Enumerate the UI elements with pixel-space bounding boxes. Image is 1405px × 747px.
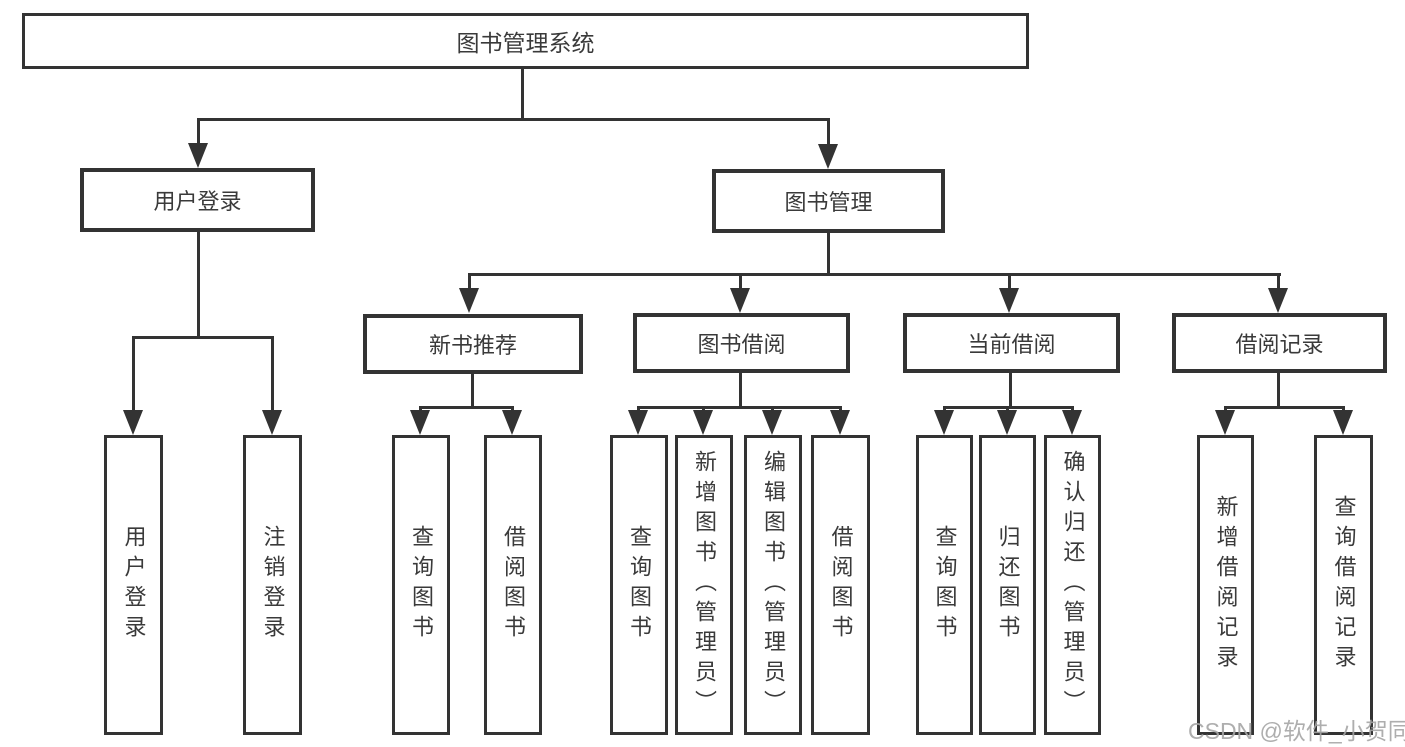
connector-line — [1342, 406, 1345, 412]
connector-line — [1277, 273, 1280, 288]
connector-line — [1277, 373, 1280, 406]
node-label: 用户登录 — [121, 525, 147, 645]
leaf-query-book-3: 查询图书 — [916, 435, 973, 735]
node-library-system: 图书管理系统 — [22, 13, 1029, 69]
arrow-down-icon — [762, 410, 782, 435]
node-label: 借阅记录 — [1235, 332, 1324, 357]
connector-line — [1224, 406, 1227, 412]
arrow-down-icon — [693, 410, 713, 435]
leaf-add-book-admin: 新增图书（管理员） — [675, 435, 733, 735]
node-new-book-recommend: 新书推荐 — [363, 314, 583, 374]
node-label: 查询图书 — [932, 525, 958, 645]
connector-line — [132, 336, 135, 410]
arrow-down-icon — [997, 410, 1017, 435]
connector-line — [739, 273, 742, 288]
leaf-borrow-book-2: 借阅图书 — [811, 435, 870, 735]
leaf-return-book: 归还图书 — [979, 435, 1036, 735]
arrow-down-icon — [262, 410, 282, 435]
node-user-login: 用户登录 — [80, 168, 315, 232]
connector-line — [468, 273, 471, 288]
arrow-down-icon — [410, 410, 430, 435]
leaf-add-borrow-record: 新增借阅记录 — [1197, 435, 1254, 735]
node-current-borrow: 当前借阅 — [903, 313, 1120, 373]
leaf-user-login: 用户登录 — [104, 435, 163, 735]
node-label: 借阅图书 — [501, 525, 526, 645]
connector-line — [521, 68, 524, 118]
node-label: 查询图书 — [409, 525, 434, 645]
connector-line — [771, 406, 774, 412]
connector-line — [511, 406, 514, 412]
node-label: 借阅图书 — [828, 525, 854, 645]
node-label: 图书借阅 — [697, 332, 786, 357]
arrow-down-icon — [999, 288, 1019, 313]
node-label: 图书管理系统 — [456, 30, 595, 56]
node-borrow-record: 借阅记录 — [1172, 313, 1387, 373]
node-label: 新增借阅记录 — [1213, 495, 1239, 675]
arrow-down-icon — [934, 410, 954, 435]
arrow-down-icon — [123, 410, 143, 435]
connector-line — [197, 118, 200, 143]
connector-line — [1008, 273, 1011, 288]
connector-line — [739, 373, 742, 406]
leaf-logout: 注销登录 — [243, 435, 302, 735]
connector-line — [637, 406, 842, 409]
connector-line — [1009, 373, 1012, 406]
leaf-query-book-2: 查询图书 — [610, 435, 668, 735]
connector-line — [1006, 406, 1009, 412]
node-label: 用户登录 — [153, 189, 242, 214]
arrow-down-icon — [188, 143, 208, 168]
csdn-watermark: CSDN @软件_小贺同学 — [1188, 718, 1405, 744]
node-book-management: 图书管理 — [712, 169, 945, 233]
connector-line — [471, 374, 474, 406]
node-label: 编辑图书（管理员） — [761, 450, 786, 720]
connector-line — [839, 406, 842, 412]
arrow-down-icon — [628, 410, 648, 435]
connector-line — [271, 336, 274, 410]
leaf-query-borrow-record: 查询借阅记录 — [1314, 435, 1373, 735]
connector-line — [197, 232, 200, 336]
connector-line — [1071, 406, 1074, 412]
arrow-down-icon — [459, 288, 479, 313]
arrow-down-icon — [1268, 288, 1288, 313]
arrow-down-icon — [730, 288, 750, 313]
connector-line — [1224, 406, 1345, 409]
connector-line — [827, 118, 830, 144]
arrow-down-icon — [502, 410, 522, 435]
connector-line — [827, 233, 830, 273]
arrow-down-icon — [830, 410, 850, 435]
node-label: 归还图书 — [995, 525, 1021, 645]
connector-line — [637, 406, 640, 412]
node-label: 查询图书 — [627, 525, 652, 645]
leaf-borrow-book-1: 借阅图书 — [484, 435, 542, 735]
connector-line — [702, 406, 705, 412]
connector-line — [132, 336, 274, 339]
node-label: 新增图书（管理员） — [692, 450, 717, 720]
arrow-down-icon — [1333, 410, 1353, 435]
node-label: 查询借阅记录 — [1331, 495, 1357, 675]
node-label: 确认归还（管理员） — [1060, 450, 1086, 720]
arrow-down-icon — [1062, 410, 1082, 435]
connector-line — [419, 406, 514, 409]
node-label: 注销登录 — [260, 525, 286, 645]
arrow-down-icon — [818, 144, 838, 169]
arrow-down-icon — [1215, 410, 1235, 435]
leaf-confirm-return-admin: 确认归还（管理员） — [1044, 435, 1101, 735]
node-label: 当前借阅 — [967, 332, 1056, 357]
connector-line — [943, 406, 946, 412]
connector-line — [197, 118, 830, 121]
connector-line — [468, 273, 1281, 276]
leaf-query-book-1: 查询图书 — [392, 435, 450, 735]
node-label: 新书推荐 — [428, 333, 517, 358]
node-book-borrow: 图书借阅 — [633, 313, 850, 373]
node-label: 图书管理 — [784, 190, 873, 215]
connector-line — [419, 406, 422, 412]
leaf-edit-book-admin: 编辑图书（管理员） — [744, 435, 802, 735]
